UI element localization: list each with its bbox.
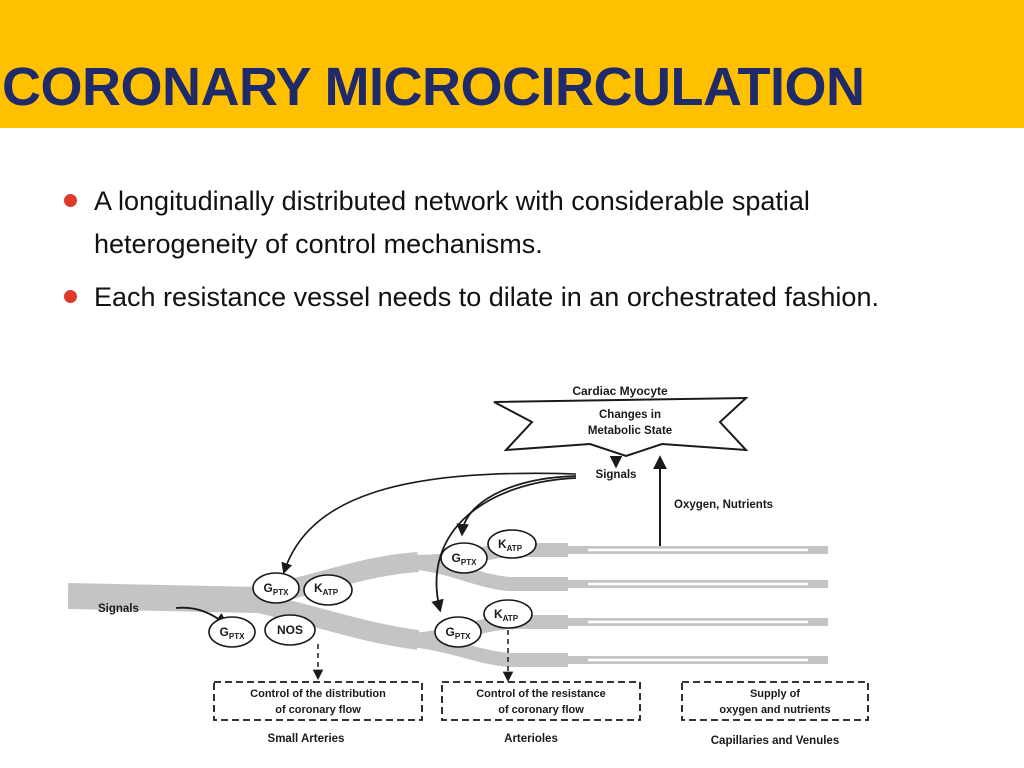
distribution-box-line2: of coronary flow [275, 704, 361, 716]
svg-text:GPTX: GPTX [264, 581, 290, 597]
svg-text:GPTX: GPTX [446, 625, 472, 641]
title-bar: CORONARY MICROCIRCULATION [0, 0, 1024, 128]
signal-arrow-to-lower-arteriole [431, 477, 577, 613]
signal-arrow-to-upper-arteriole [456, 475, 577, 537]
svg-text:GPTX: GPTX [452, 551, 478, 567]
capillaries-label: Capillaries and Venules [711, 735, 839, 747]
bullet-dot-icon [64, 194, 77, 207]
nos-node: NOS [264, 614, 316, 646]
bullet-text: A longitudinally distributed network wit… [94, 186, 810, 259]
metabolic-state-star [493, 396, 749, 458]
cardiac-myocyte-label: Cardiac Myocyte [572, 384, 668, 398]
small-arteries-label: Small Arteries [268, 733, 345, 745]
slide-title: CORONARY MICROCIRCULATION [2, 57, 865, 117]
star-text-line2: Metabolic State [588, 425, 672, 437]
capillary-bed [563, 546, 828, 664]
gptx-node: GPTX [208, 616, 256, 648]
lower-branch [251, 592, 420, 650]
distribution-box [213, 681, 423, 721]
star-text-line1: Changes in [599, 409, 661, 421]
gptx-node: GPTX [440, 542, 488, 574]
svg-text:KATP: KATP [494, 607, 519, 623]
supply-box-line1: Supply of [750, 688, 800, 700]
svg-text:NOS: NOS [277, 623, 303, 637]
gptx-node: GPTX [252, 572, 300, 604]
bullet-text: Each resistance vessel needs to dilate i… [94, 282, 879, 312]
arteriole-upper-2 [412, 555, 568, 591]
resistance-box [441, 681, 641, 721]
supply-box-line2: oxygen and nutrients [719, 704, 830, 716]
bullet-item: Each resistance vessel needs to dilate i… [62, 276, 962, 319]
supply-box [681, 681, 869, 721]
resistance-box-line2: of coronary flow [498, 704, 584, 716]
signals-top-label: Signals [596, 469, 637, 481]
svg-text:KATP: KATP [498, 537, 523, 553]
arterioles-label: Arterioles [504, 733, 558, 745]
bullet-list: A longitudinally distributed network wit… [62, 180, 962, 329]
capillary-lumens [588, 548, 808, 662]
signal-arrow-to-small-arteries [281, 472, 577, 575]
signals-left-label: Signals [98, 603, 139, 615]
svg-text:GPTX: GPTX [220, 625, 246, 641]
diagram-svg: Cardiac Myocyte Changes in Metabolic Sta… [68, 384, 869, 747]
katp-node: KATP [303, 574, 353, 606]
gptx-node: GPTX [434, 616, 482, 648]
distribution-box-line1: Control of the distribution [250, 688, 386, 700]
katp-node: KATP [483, 599, 533, 629]
small-artery-trunk [68, 583, 259, 613]
oxygen-nutrients-label: Oxygen, Nutrients [674, 499, 773, 511]
resistance-box-line1: Control of the resistance [476, 688, 606, 700]
microcirculation-diagram: Cardiac Myocyte Changes in Metabolic Sta… [68, 378, 872, 750]
arteriole-lower-2 [412, 633, 568, 667]
bullet-dot-icon [64, 290, 77, 303]
svg-text:KATP: KATP [314, 581, 339, 597]
katp-node: KATP [487, 529, 537, 559]
bullet-item: A longitudinally distributed network wit… [62, 180, 962, 266]
